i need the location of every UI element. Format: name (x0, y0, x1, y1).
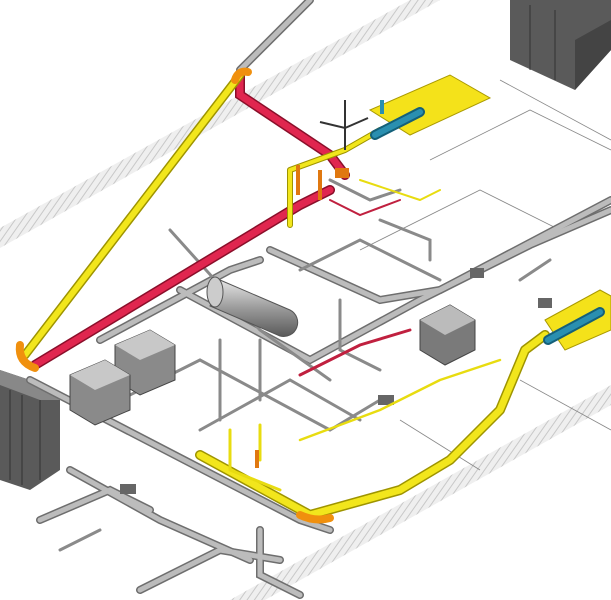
small-box (378, 395, 394, 405)
building-left (0, 370, 60, 490)
building-top-right (510, 0, 611, 90)
equipment-box-2 (69, 359, 131, 426)
horizontal-vessel (206, 276, 299, 337)
small-box (470, 268, 484, 278)
ground-band-upper (0, 0, 440, 248)
heat-exchanger-top (370, 100, 425, 140)
heat-exchanger-right (543, 307, 605, 345)
valve-cluster (255, 165, 349, 468)
ground-outlines (359, 79, 611, 471)
orange-elbows (15, 67, 334, 524)
light-pole (319, 100, 369, 150)
small-box (120, 484, 136, 494)
yellow-pipe (20, 70, 550, 520)
ground-band-lower (230, 385, 611, 600)
gray-pipe-network (26, 0, 611, 599)
equipment-box-3 (419, 304, 476, 366)
small-box (538, 298, 552, 308)
